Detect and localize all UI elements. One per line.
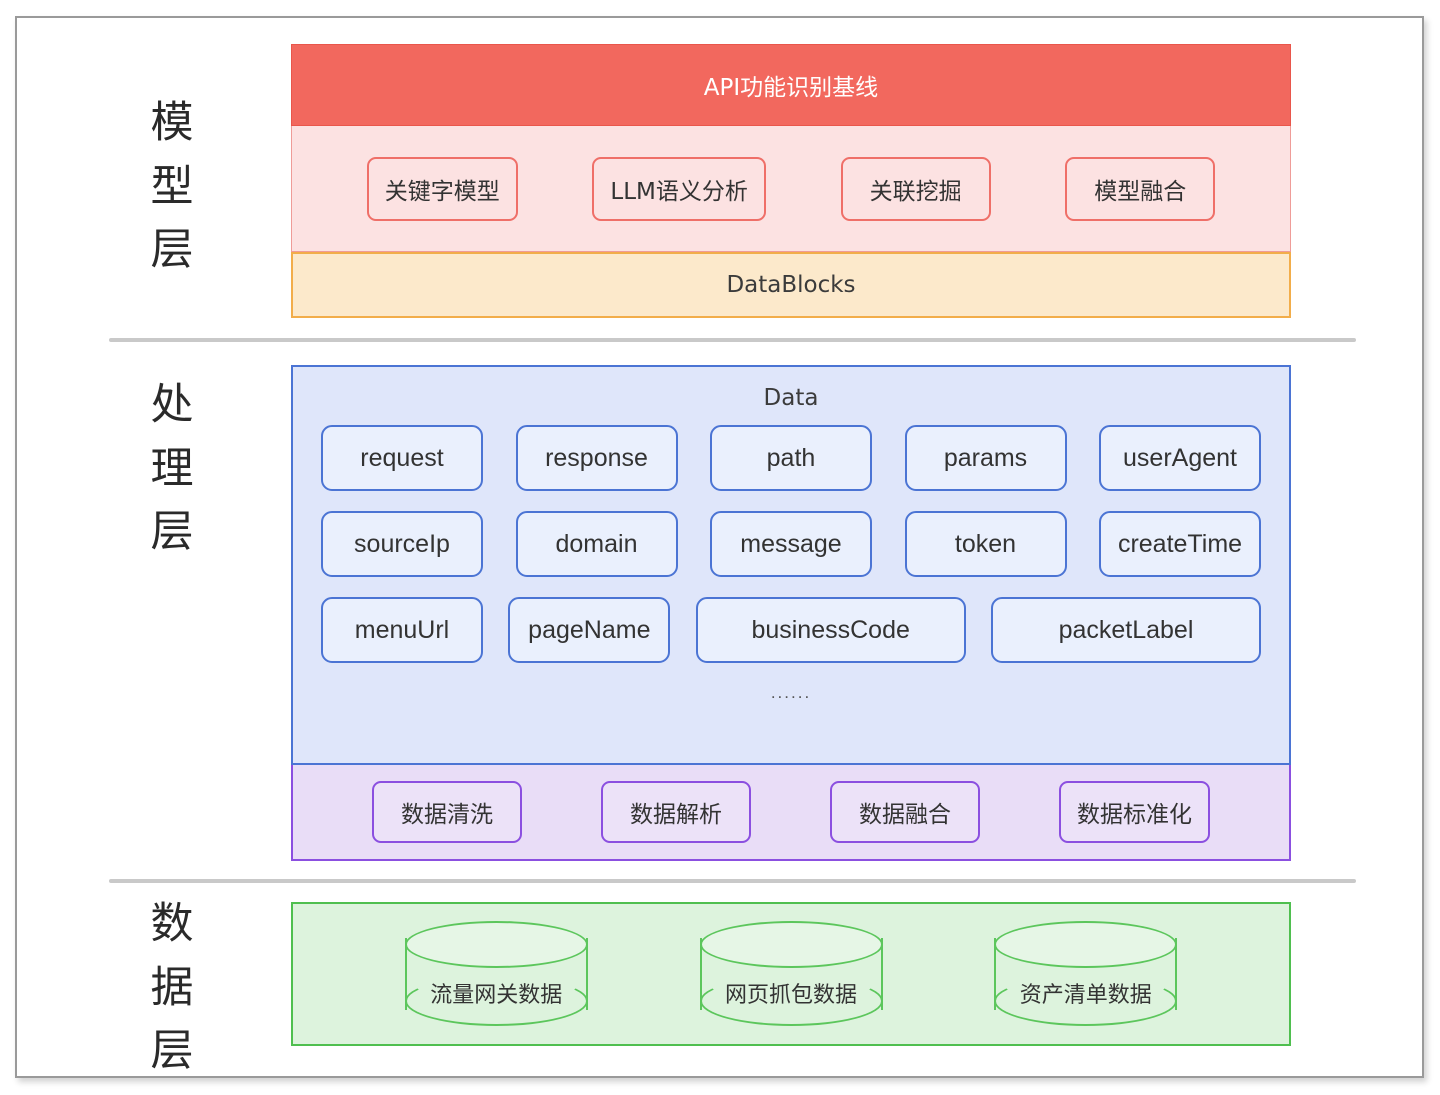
- process-chips-band: 数据清洗 数据解析 数据融合 数据标准化: [291, 765, 1291, 861]
- diagram-frame: 模 型 层 处 理 层 数 据 层 API功能识别基线 关键字模型 LLM语义分…: [15, 16, 1424, 1078]
- field-chip-request[interactable]: request: [321, 425, 483, 491]
- field-chip-packetlabel[interactable]: packetLabel: [990, 597, 1261, 663]
- data-field-row-2: sourceIp domain message token createTime: [293, 511, 1289, 577]
- data-store-traffic-gateway[interactable]: 流量网关数据: [404, 921, 588, 1027]
- layer-label-data-char-0: 数: [150, 899, 194, 949]
- data-store-label-traffic-gateway: 流量网关数据: [430, 983, 563, 1008]
- model-chip-llm[interactable]: LLM语义分析: [592, 156, 766, 221]
- field-chip-sourceip[interactable]: sourceIp: [321, 511, 483, 577]
- layer-label-data-char-2: 层: [150, 1026, 194, 1077]
- layer-label-process-char-2: 层: [150, 507, 194, 558]
- data-store-label-asset-inventory: 资产清单数据: [1019, 983, 1152, 1008]
- field-chip-message[interactable]: message: [710, 511, 872, 577]
- data-field-row-1: request response path params userAgent: [293, 425, 1289, 491]
- layer-label-model: 模 型 层: [127, 92, 217, 283]
- field-chip-domain[interactable]: domain: [515, 511, 678, 577]
- cylinder-top-icon: [699, 921, 883, 968]
- layer-divider-top: [109, 338, 1356, 342]
- data-fields-band: Data request response path params userAg…: [291, 365, 1291, 765]
- layer-label-process-char-0: 处: [150, 380, 194, 430]
- cylinder-top-icon: [404, 921, 588, 968]
- field-chip-token[interactable]: token: [904, 511, 1067, 577]
- data-store-asset-inventory[interactable]: 资产清单数据: [994, 921, 1178, 1027]
- api-baseline-banner: API功能识别基线: [291, 44, 1291, 126]
- layer-label-model-char-2: 层: [150, 225, 194, 276]
- process-layer-group: Data request response path params userAg…: [291, 365, 1291, 861]
- datablocks-label: DataBlocks: [726, 272, 856, 298]
- layer-label-model-char-0: 模: [150, 98, 194, 148]
- layer-divider-bottom: [109, 879, 1356, 883]
- process-chip-cleaning[interactable]: 数据清洗: [372, 781, 522, 843]
- data-band-title: Data: [763, 385, 819, 411]
- field-chip-path[interactable]: path: [710, 425, 872, 491]
- process-chip-fusion[interactable]: 数据融合: [830, 781, 980, 843]
- field-chip-businesscode[interactable]: businessCode: [695, 597, 966, 663]
- cylinder-bottom-icon: [994, 976, 1178, 1026]
- field-chip-useragent[interactable]: userAgent: [1099, 425, 1261, 491]
- data-fields-ellipsis: ......: [770, 683, 812, 702]
- process-chip-parsing[interactable]: 数据解析: [601, 781, 751, 843]
- field-chip-createtime[interactable]: createTime: [1099, 511, 1261, 577]
- field-chip-menuurl[interactable]: menuUrl: [321, 597, 483, 663]
- data-layer-group: 流量网关数据 网页抓包数据 资产清单数据: [291, 902, 1291, 1046]
- model-chips-band: 关键字模型 LLM语义分析 关联挖掘 模型融合: [291, 126, 1291, 252]
- model-chip-fusion[interactable]: 模型融合: [1065, 156, 1216, 221]
- field-chip-pagename[interactable]: pageName: [508, 597, 671, 663]
- datablocks-band: DataBlocks: [291, 252, 1291, 318]
- data-store-web-capture[interactable]: 网页抓包数据: [699, 921, 883, 1027]
- cylinder-top-icon: [994, 921, 1178, 968]
- layer-label-data-char-1: 据: [150, 962, 194, 1013]
- field-chip-response[interactable]: response: [515, 425, 678, 491]
- data-field-row-3: menuUrl pageName businessCode packetLabe…: [293, 597, 1289, 663]
- cylinder-bottom-icon: [404, 976, 588, 1026]
- layer-label-model-char-1: 型: [150, 161, 194, 212]
- data-store-label-web-capture: 网页抓包数据: [724, 983, 857, 1008]
- field-chip-params[interactable]: params: [904, 425, 1067, 491]
- process-chip-standardization[interactable]: 数据标准化: [1059, 781, 1210, 843]
- model-chip-keyword[interactable]: 关键字模型: [366, 156, 518, 221]
- model-layer-group: API功能识别基线 关键字模型 LLM语义分析 关联挖掘 模型融合 DataBl…: [291, 44, 1291, 318]
- model-chip-relation[interactable]: 关联挖掘: [840, 156, 991, 221]
- layer-label-process-char-1: 理: [150, 443, 194, 494]
- layer-label-process: 处 理 层: [127, 374, 217, 565]
- layer-label-data: 数 据 层: [127, 893, 217, 1084]
- cylinder-bottom-icon: [699, 976, 883, 1026]
- api-baseline-title: API功能识别基线: [703, 75, 879, 101]
